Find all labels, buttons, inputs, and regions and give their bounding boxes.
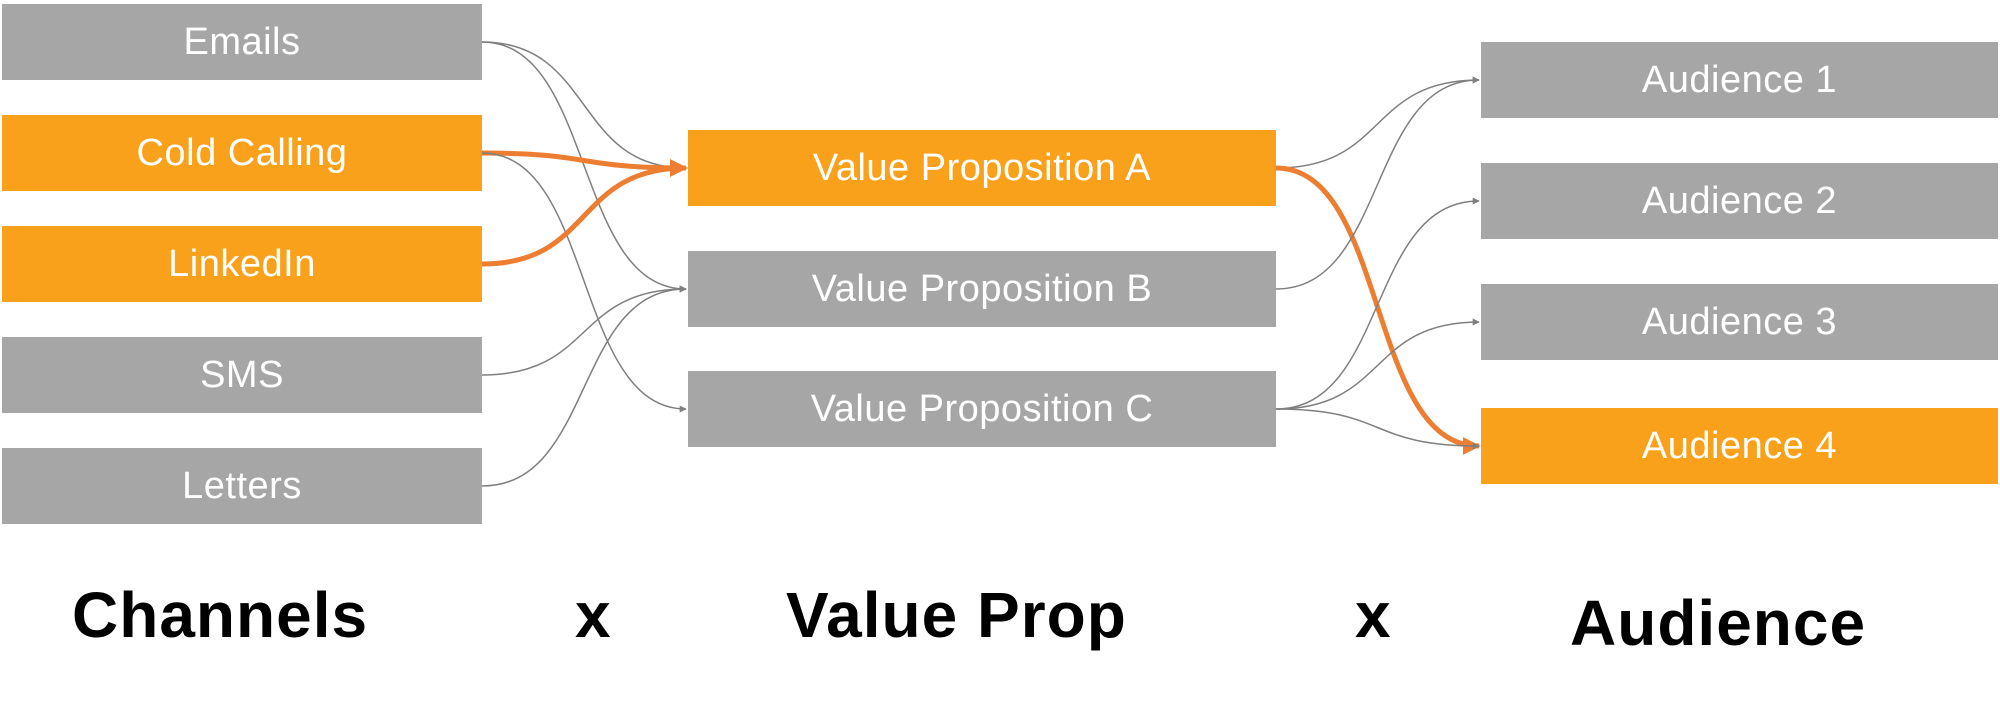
aud-4-box: Audience 4: [1481, 408, 1998, 484]
multiply-sign-1: x: [575, 579, 612, 651]
cold-calling-box: Cold Calling: [2, 115, 482, 191]
link-emails-to-vp-b: [481, 41, 687, 293]
letters-box: Letters: [2, 448, 482, 524]
link-vp-c-to-aud-4: [1275, 408, 1480, 450]
aud-1-box: Audience 1: [1481, 42, 1998, 118]
link-vp-b-to-aud-1: [1275, 76, 1480, 290]
sms-box: SMS: [2, 337, 482, 413]
link-letters-to-vp-b: [481, 285, 687, 487]
link-vp-a-to-aud-1: [1275, 76, 1480, 169]
link-vp-c-to-aud-2: [1275, 197, 1480, 410]
vp-b-box: Value Proposition B: [688, 251, 1276, 327]
multiply-sign-2: x: [1355, 579, 1392, 651]
aud-2-box: Audience 2: [1481, 163, 1998, 239]
audience-column-label: Audience: [1570, 587, 1867, 659]
link-vp-c-to-aud-3: [1275, 318, 1480, 410]
link-cold-calling-to-vp-a: [481, 150, 688, 177]
vp-a-box: Value Proposition A: [688, 130, 1276, 206]
link-emails-to-vp-a: [481, 41, 687, 172]
aud-3-box: Audience 3: [1481, 284, 1998, 360]
link-linkedin-to-vp-a: [481, 159, 688, 267]
linkedin-box: LinkedIn: [2, 226, 482, 302]
emails-box: Emails: [2, 4, 482, 80]
link-cold-calling-to-vp-c: [481, 152, 687, 413]
vp-c-box: Value Proposition C: [688, 371, 1276, 447]
link-sms-to-vp-b: [481, 285, 687, 376]
channels-column-label: Channels: [72, 579, 369, 651]
link-vp-a-to-aud-4: [1275, 165, 1481, 455]
value-prop-column-label: Value Prop: [786, 579, 1127, 651]
